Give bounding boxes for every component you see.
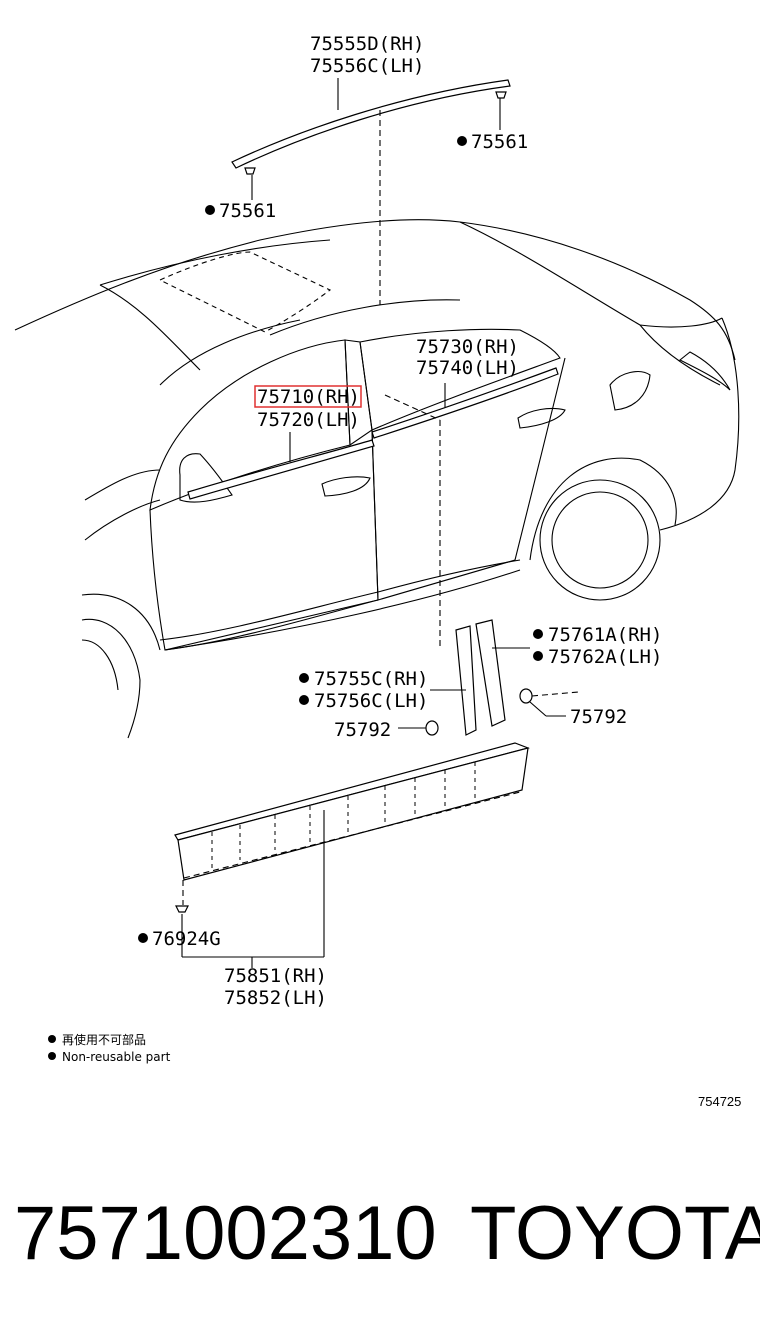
- non-reusable-dot: [299, 673, 309, 683]
- label-center-lh: 75756C(LH): [314, 690, 428, 712]
- label-rocker-lh: 75852(LH): [224, 987, 327, 1009]
- figure-number: 754725: [698, 1094, 741, 1109]
- legend-dot: [48, 1052, 56, 1060]
- label-rear-rh: 75730(RH): [416, 336, 519, 358]
- label-pillar-lh: 75762A(LH): [548, 646, 662, 668]
- roof-molding: [231, 78, 511, 305]
- highlight-box: [254, 385, 362, 408]
- belt-moldings: [187, 367, 559, 650]
- brand-name: TOYOTA: [470, 1191, 760, 1276]
- label-front-rh: 75710(RH): [257, 386, 360, 408]
- non-reusable-dot: [299, 695, 309, 705]
- footer: 7571002310 TOYOTA: [0, 1180, 760, 1300]
- label-roof-lh: 75556C(LH): [310, 55, 424, 77]
- label-front-lh: 75720(LH): [257, 409, 360, 431]
- legend-jp: 再使用不可部品: [62, 1032, 146, 1047]
- legend-dot: [48, 1035, 56, 1043]
- label-rocker-rh: 75851(RH): [224, 965, 327, 987]
- non-reusable-dot: [533, 651, 543, 661]
- label-clip-rocker: 76924G: [152, 928, 221, 950]
- rocker-molding: [174, 742, 530, 968]
- part-number: 7571002310: [14, 1191, 437, 1276]
- parts-diagram: 75555D(RH) 75556C(LH) 75561 75561 75730(…: [14, 33, 741, 1109]
- label-clip-right: 75561: [471, 131, 528, 153]
- label-nut-right: 75792: [570, 706, 627, 728]
- label-clip-left: 75561: [219, 200, 276, 222]
- label-nut-left: 75792: [334, 719, 391, 741]
- pillar-garnishes: [398, 619, 579, 736]
- label-roof-rh: 75555D(RH): [310, 33, 424, 55]
- non-reusable-dot: [533, 629, 543, 639]
- label-rear-lh: 75740(LH): [416, 357, 519, 379]
- non-reusable-dot: [138, 933, 148, 943]
- label-center-rh: 75755C(RH): [314, 668, 428, 690]
- legend-en: Non-reusable part: [62, 1050, 171, 1064]
- non-reusable-dot: [457, 136, 467, 146]
- label-pillar-rh: 75761A(RH): [548, 624, 662, 646]
- non-reusable-dot: [205, 205, 215, 215]
